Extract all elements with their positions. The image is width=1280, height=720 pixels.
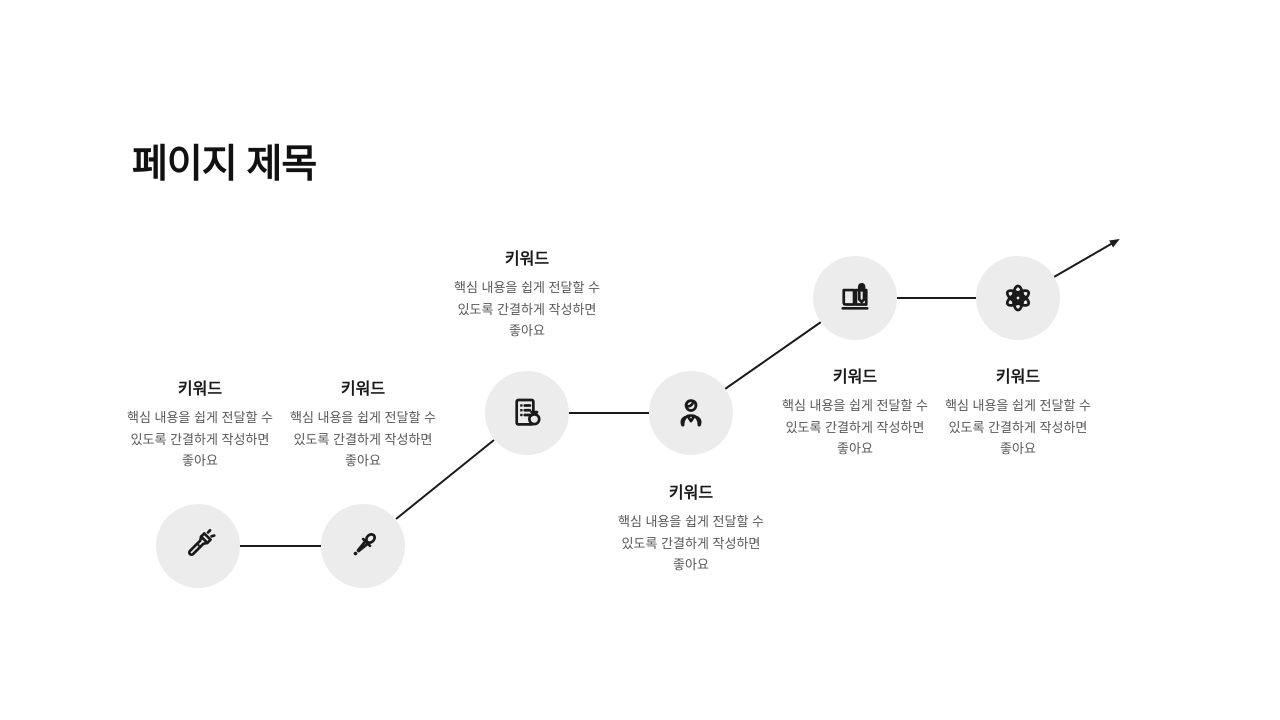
step-3-keyword: 키워드	[504, 251, 550, 268]
step-6-node	[976, 256, 1060, 340]
atom-icon	[1005, 284, 1031, 312]
step-3-desc-line: 좋아요	[509, 323, 545, 338]
flashlight-icon	[188, 528, 216, 556]
step-4-desc-line: 있도록 간결하게 작성하면	[621, 535, 761, 551]
step-4-node	[649, 371, 733, 455]
step-6-desc-line: 있도록 간결하게 작성하면	[948, 419, 1088, 435]
step-2-text: 키워드 핵심 내용을 쉽게 전달할 수 있도록 간결하게 작성하면 좋아요	[268, 381, 458, 472]
step-2-desc-line: 좋아요	[345, 453, 381, 468]
step-4-text: 키워드 핵심 내용을 쉽게 전달할 수 있도록 간결하게 작성하면 좋아요	[596, 485, 786, 576]
step-6-desc-line: 좋아요	[1000, 441, 1036, 456]
step-4-desc-line: 좋아요	[673, 557, 709, 572]
eyedropper-icon	[353, 533, 376, 556]
step-1-text: 키워드 핵심 내용을 쉽게 전달할 수 있도록 간결하게 작성하면 좋아요	[105, 381, 295, 472]
step-5-desc-line: 있도록 간결하게 작성하면	[785, 419, 925, 435]
step-1-node	[156, 504, 240, 588]
step-2-node	[321, 504, 405, 588]
lab-report-icon	[515, 398, 541, 426]
step-2-desc-line: 있도록 간결하게 작성하면	[293, 431, 433, 447]
step-5-text: 키워드 핵심 내용을 쉽게 전달할 수 있도록 간결하게 작성하면 좋아요	[760, 369, 950, 460]
scientist-icon	[680, 399, 702, 427]
step-4-keyword: 키워드	[668, 485, 714, 502]
step-1-keyword: 키워드	[177, 381, 223, 398]
step-3-node	[485, 371, 569, 455]
step-1-desc-line: 좋아요	[182, 453, 218, 468]
step-6-keyword: 키워드	[995, 369, 1041, 386]
step-1-desc-line: 핵심 내용을 쉽게 전달할 수	[126, 410, 273, 425]
step-5-desc-line: 좋아요	[837, 441, 873, 456]
step-2-keyword: 키워드	[340, 381, 386, 398]
step-3-desc-line: 있도록 간결하게 작성하면	[457, 301, 597, 317]
step-5-keyword: 키워드	[832, 369, 878, 386]
step-5-desc-line: 핵심 내용을 쉽게 전달할 수	[781, 398, 928, 413]
page-title: 페이지 제목	[132, 143, 317, 186]
step-2-desc-line: 핵심 내용을 쉽게 전달할 수	[289, 410, 436, 425]
step-6-desc-line: 핵심 내용을 쉽게 전달할 수	[944, 398, 1091, 413]
step-4-desc-line: 핵심 내용을 쉽게 전달할 수	[617, 514, 764, 529]
step-6-text: 키워드 핵심 내용을 쉽게 전달할 수 있도록 간결하게 작성하면 좋아요	[923, 369, 1113, 460]
step-3-desc-line: 핵심 내용을 쉽게 전달할 수	[453, 280, 600, 295]
step-1-desc-line: 있도록 간결하게 작성하면	[130, 431, 270, 447]
book-pen-icon	[841, 283, 869, 310]
step-5-node	[813, 256, 897, 340]
step-3-text: 키워드 핵심 내용을 쉽게 전달할 수 있도록 간결하게 작성하면 좋아요	[432, 251, 622, 342]
